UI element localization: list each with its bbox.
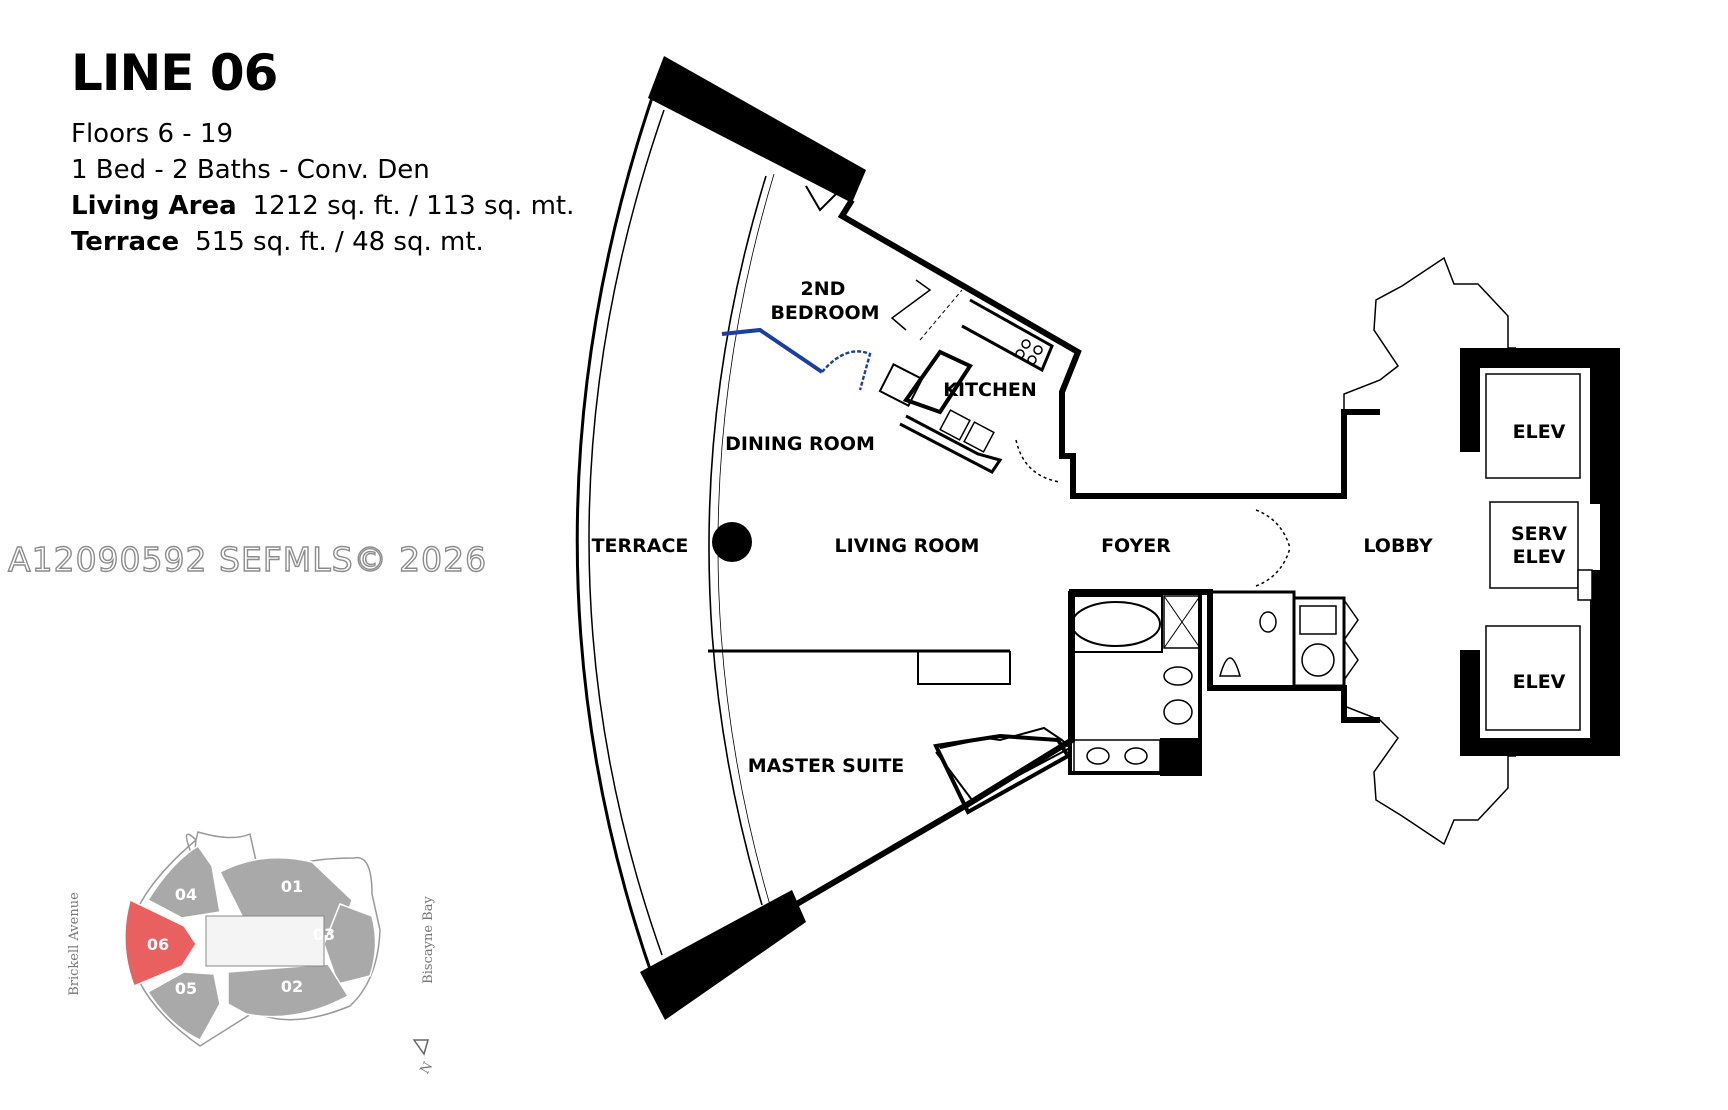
glass-line (708, 175, 767, 906)
terrace-label: Terrace (71, 227, 180, 257)
street-brickell-avenue: Brickell Avenue (67, 892, 82, 996)
burner-1 (1021, 339, 1031, 349)
key-label-03: 03 (313, 925, 335, 944)
bathtub (1071, 601, 1161, 647)
sink-1 (1086, 747, 1110, 765)
bedroom-closet (890, 279, 932, 331)
bidet-master (1163, 699, 1193, 725)
foyer-door-upper (1255, 509, 1291, 549)
layout-text: 1 Bed - 2 Baths - Conv. Den (71, 155, 430, 185)
floors-text: Floors 6 - 19 (71, 119, 234, 149)
bedroom-door-arc (821, 350, 872, 391)
label-elev-top: ELEV (1513, 421, 1566, 443)
north-arrow-icon (412, 1039, 429, 1056)
living-area-value: 1212 sq. ft. / 113 sq. mt. (252, 191, 575, 221)
upper-wall (837, 198, 1380, 499)
bedroom-partition (721, 327, 824, 374)
elevator-core-right-lower (1590, 570, 1620, 756)
unit-06-highlight (124, 898, 197, 987)
burner-4 (1027, 355, 1037, 365)
key-label-04: 04 (175, 885, 197, 904)
label-living-room: LIVING ROOM (835, 535, 980, 557)
label-2nd-bedroom-1: 2ND (801, 278, 846, 300)
key-label-06: 06 (147, 935, 169, 954)
top-end-wall (648, 56, 866, 203)
burner-3 (1015, 349, 1025, 359)
service-elevator (1489, 501, 1579, 589)
service-elevator-panel (1577, 569, 1593, 601)
toilet-master (1163, 666, 1193, 686)
unit-info: LINE 06 Floors 6 - 19 1 Bed - 2 Baths - … (71, 44, 631, 260)
laundry (1292, 596, 1346, 688)
label-lobby: LOBBY (1363, 535, 1433, 557)
kitchen-wall-dashed (919, 289, 963, 341)
fridge-2 (963, 421, 995, 453)
terrace-outer-arc (575, 85, 658, 979)
label-serv-1: SERV (1511, 523, 1567, 545)
kitchen-sink (878, 363, 924, 407)
unit-05 (146, 971, 221, 1041)
key-label-01: 01 (281, 877, 303, 896)
kitchen-counter (902, 349, 973, 415)
dryer (1301, 643, 1335, 677)
elevator-2 (1485, 625, 1581, 731)
label-elev-bottom: ELEV (1513, 671, 1566, 693)
street-biscayne-bay: Biscayne Bay (421, 896, 436, 984)
lower-wall (793, 589, 1380, 908)
elevator-core-right (1590, 348, 1620, 504)
washer (1299, 605, 1337, 635)
master-bath (1068, 591, 1202, 775)
powder-sink (1259, 611, 1277, 633)
master-bath-closet (1160, 738, 1202, 776)
label-serv-2: ELEV (1513, 546, 1566, 568)
label-kitchen: KITCHEN (943, 379, 1036, 401)
kitchen-lower-cabinets (899, 414, 1003, 474)
sink-2 (1124, 747, 1148, 765)
bedroom-door-marks (805, 185, 841, 212)
north-label: N (418, 1060, 437, 1077)
powder-room (1208, 590, 1296, 690)
terrace-row: Terrace 515 sq. ft. / 48 sq. mt. (71, 224, 631, 260)
label-dining-room: DINING ROOM (725, 433, 875, 455)
master-closet (917, 651, 1011, 685)
living-area-row: Living Area 1212 sq. ft. / 113 sq. mt. (71, 188, 631, 224)
kitchen-door (1015, 439, 1061, 483)
foyer-door-lower (1255, 547, 1291, 587)
label-master-suite: MASTER SUITE (748, 755, 905, 777)
label-foyer: FOYER (1101, 535, 1171, 557)
key-label-02: 02 (281, 977, 303, 996)
vanity (1073, 739, 1161, 773)
unit-04 (146, 844, 221, 919)
terrace-outer-arc-inner (588, 109, 665, 956)
shower (1163, 595, 1201, 649)
key-core (205, 915, 325, 967)
key-label-05: 05 (175, 979, 197, 998)
fridge-1 (939, 409, 971, 441)
bottom-end-wall (640, 890, 806, 1020)
terrace-value: 515 sq. ft. / 48 sq. mt. (195, 227, 484, 257)
lobby-outline-lower (1343, 688, 1516, 846)
powder-toilet (1219, 657, 1241, 677)
key-plan: 04 01 06 03 05 02 Brickell Avenue Biscay… (67, 831, 437, 1077)
elevator-core-left-upper (1460, 348, 1480, 452)
listing-watermark: A12090592 SEFMLS© 2026 (7, 539, 488, 579)
shower-x2 (1163, 595, 1201, 649)
elevator-core-left-lower (1460, 650, 1480, 756)
label-terrace: TERRACE (592, 535, 689, 557)
lobby-outline (1343, 256, 1516, 412)
unit-03 (323, 903, 377, 985)
burner-2 (1033, 345, 1043, 355)
laundry-doors (1343, 599, 1359, 681)
unit-02 (227, 963, 350, 1018)
elevator-1 (1485, 373, 1581, 479)
living-area-label: Living Area (71, 191, 237, 221)
bathtub-frame (1069, 595, 1163, 653)
structural-column (712, 522, 752, 562)
walk-in-closet-wall (933, 733, 1071, 815)
label-2nd-bedroom-2: BEDROOM (770, 302, 879, 324)
kitchen-upper-cabinets (961, 298, 1054, 373)
unit-title: LINE 06 (71, 44, 278, 102)
